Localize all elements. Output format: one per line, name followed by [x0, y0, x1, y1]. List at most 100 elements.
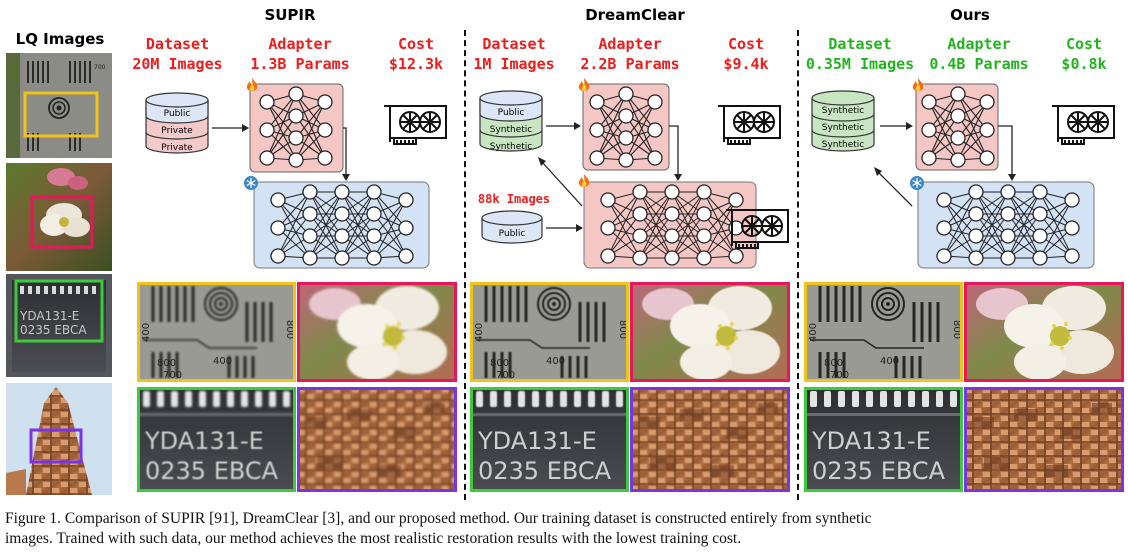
gpu-icon — [717, 105, 781, 145]
flame-icon — [912, 78, 924, 91]
snowflake-icon — [243, 175, 259, 191]
chip-text-line2: 0235 EBCA — [478, 457, 612, 485]
adapter-label: Adapter — [598, 35, 662, 53]
chart-label: 700 — [496, 370, 515, 381]
chip-text-line2: 0235 EBCA — [145, 457, 279, 485]
crop-frame — [297, 387, 457, 492]
extra-data-label: 88k Images — [478, 192, 550, 206]
db-row: Public — [498, 108, 525, 118]
flame-icon — [246, 78, 258, 91]
result-crop-chip: YDA131-E 0235 EBCA — [137, 387, 296, 492]
crop-frame — [470, 282, 629, 382]
chart-label: 700 — [163, 370, 182, 381]
gpu-icon — [1051, 105, 1115, 145]
db-row: Synthetic — [822, 106, 865, 116]
db-row: Private — [161, 143, 193, 153]
adapter-value: 1.3B Params — [250, 55, 350, 73]
chart-label: 400 — [474, 323, 485, 342]
result-crop-flower — [630, 282, 790, 382]
cost-label: Cost — [1065, 35, 1103, 53]
cost-value: $9.4k — [723, 55, 769, 73]
chart-label: 800 — [951, 320, 962, 339]
dreamclear-cost-stat: Cost $9.4k — [706, 34, 786, 74]
caption-line: Figure 1. Comparison of SUPIR [91], Drea… — [5, 510, 872, 527]
db-row: Public — [499, 229, 526, 239]
chip-text-line1: YDA131-E — [477, 427, 597, 455]
result-crop-temple — [297, 387, 457, 492]
method-title-dreamclear: DreamClear — [585, 6, 685, 24]
db-row: Private — [161, 126, 193, 136]
supir-cost-stat: Cost $12.3k — [376, 34, 456, 74]
lq-image-flower — [6, 163, 112, 271]
chart-label: 400 — [546, 356, 565, 367]
chart-label: 800 — [617, 320, 628, 339]
cost-label: Cost — [397, 35, 435, 53]
crop-frame — [137, 282, 296, 382]
dataset-value: 0.35M Images — [805, 55, 915, 73]
crop-box-yellow — [23, 91, 99, 138]
figure-caption: Figure 1. Comparison of SUPIR [91], Drea… — [5, 509, 1125, 549]
result-crop-chip: YDA131-E 0235 EBCA — [804, 387, 963, 492]
crop-frame — [297, 282, 457, 382]
snowflake-icon — [909, 175, 925, 191]
gpu-icon — [383, 105, 447, 145]
database-icon — [811, 90, 875, 152]
chip-text-line1: YDA131-E — [144, 427, 264, 455]
db-row: Public — [164, 109, 191, 119]
chart-label: 800 — [824, 358, 843, 369]
divider-dashed — [797, 30, 799, 500]
crop-frame — [470, 387, 629, 492]
dataset-value: 20M Images — [132, 55, 223, 73]
lq-chip-line1: YDA131-E — [19, 309, 79, 323]
chart-label: 800 — [284, 320, 295, 339]
adapter-label: Adapter — [947, 35, 1011, 53]
chart-label: 800 — [490, 358, 509, 369]
chip-text-line1: YDA131-E — [811, 427, 931, 455]
supir-dataset-stat: Dataset 20M Images — [120, 34, 235, 74]
cost-value: $12.3k — [388, 55, 444, 73]
ours-cost-stat: Cost $0.8k — [1046, 34, 1122, 74]
crop-frame — [964, 282, 1124, 382]
crop-frame — [804, 387, 963, 492]
chart-label: 700 — [830, 370, 849, 381]
database-icon — [145, 92, 209, 154]
lq-image-temple — [6, 383, 112, 495]
ours-adapter-stat: Adapter 0.4B Params — [924, 34, 1034, 74]
supir-adapter-stat: Adapter 1.3B Params — [240, 34, 360, 74]
database-icon — [481, 210, 543, 244]
db-row: Synthetic — [822, 140, 865, 150]
dreamclear-diagram: Public Synthetic Synthetic 88k Images Pu… — [478, 78, 789, 269]
supir-diagram: Public Private Private — [145, 78, 447, 269]
result-crop-chart: 400 800 700 400 800 — [470, 282, 629, 382]
crop-box-purple — [29, 428, 83, 464]
chart-label: 400 — [213, 356, 232, 367]
crop-frame — [964, 387, 1124, 492]
crop-frame — [630, 387, 790, 492]
lq-images-title: LQ Images — [15, 30, 105, 48]
crop-frame — [630, 282, 790, 382]
cost-value: $0.8k — [1061, 55, 1107, 73]
adapter-value: 2.2B Params — [580, 55, 680, 73]
dataset-label: Dataset — [482, 35, 546, 53]
cost-label: Cost — [727, 35, 765, 53]
result-crop-chip: YDA131-E 0235 EBCA — [470, 387, 629, 492]
adapter-value: 0.4B Params — [929, 55, 1029, 73]
crop-box-pink — [30, 195, 94, 249]
lq-image-chip: YDA131-E 0235 EBCA — [6, 274, 112, 377]
adapter-label: Adapter — [268, 35, 332, 53]
dreamclear-dataset-stat: Dataset 1M Images — [464, 34, 564, 74]
database-icon — [479, 90, 543, 152]
method-title-supir: SUPIR — [264, 6, 316, 24]
result-crop-chart: 400 800 700 400 800 — [804, 282, 963, 382]
chart-label: 800 — [157, 358, 176, 369]
crop-frame — [804, 282, 963, 382]
ours-dataset-stat: Dataset 0.35M Images — [797, 34, 923, 74]
db-row: Synthetic — [490, 125, 533, 135]
caption-line: images. Trained with such data, our meth… — [5, 530, 742, 547]
dataset-value: 1M Images — [473, 55, 555, 73]
dreamclear-adapter-stat: Adapter 2.2B Params — [570, 34, 690, 74]
chart-label: 400 — [880, 356, 899, 367]
flame-icon — [578, 174, 590, 187]
divider-dashed — [464, 30, 466, 500]
